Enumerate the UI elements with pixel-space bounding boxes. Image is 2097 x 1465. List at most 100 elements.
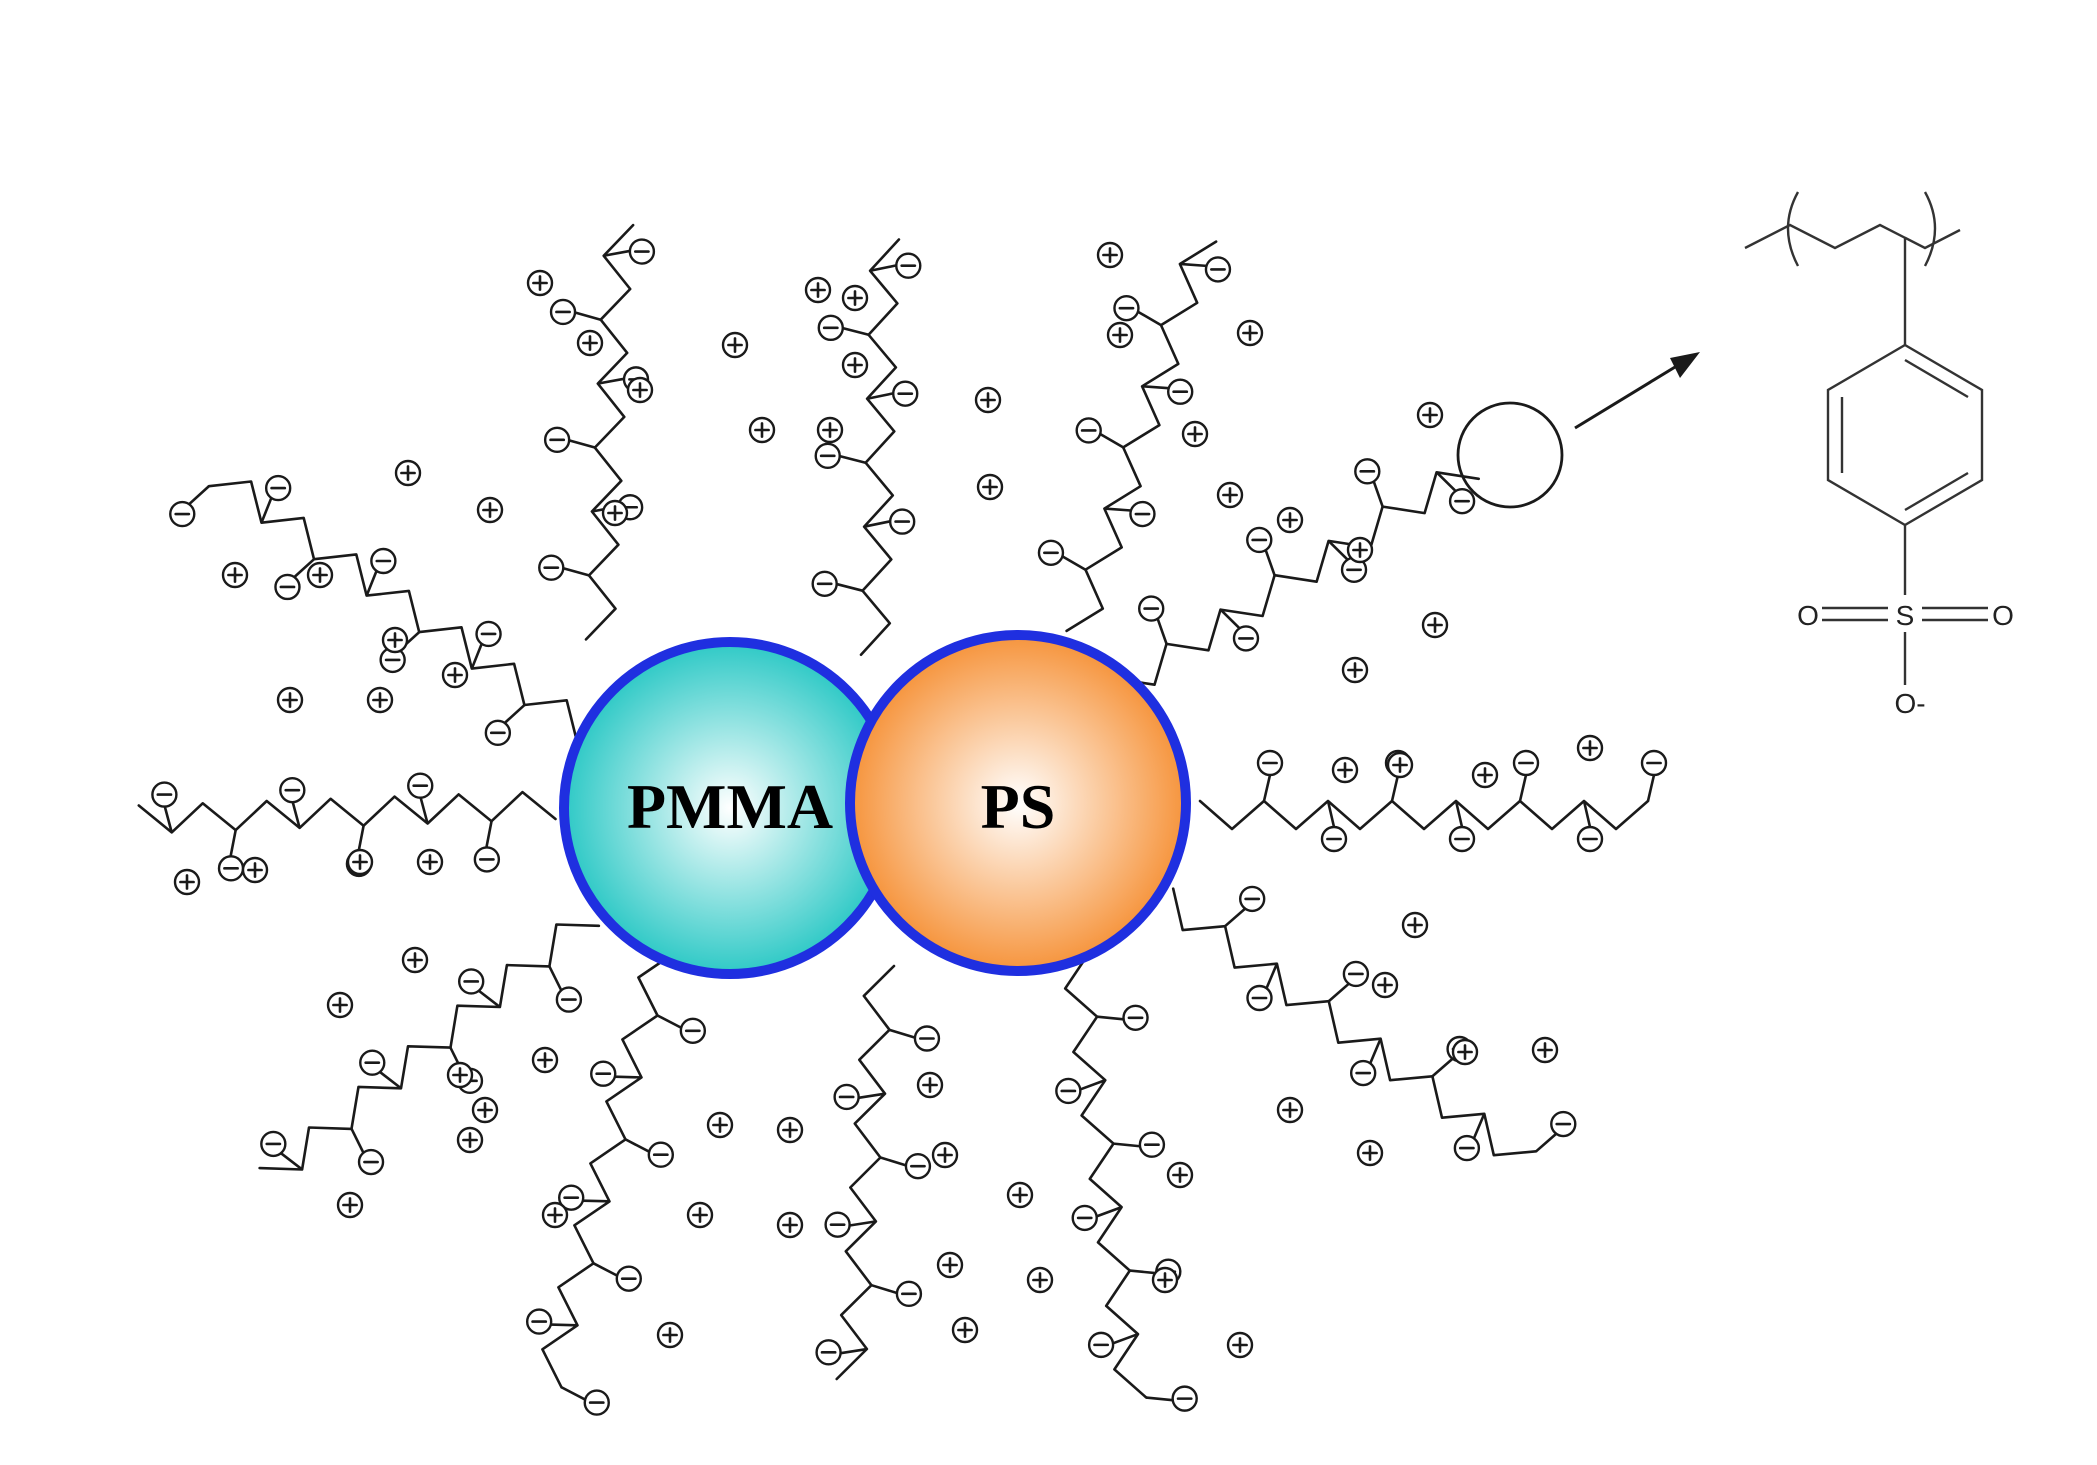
minus-circle-icon	[1055, 1077, 1082, 1105]
minus-circle-icon	[1138, 1131, 1166, 1158]
minus-circle-icon	[590, 1060, 617, 1087]
minus-circle-icon	[260, 1130, 287, 1158]
sulfonated-styrene-structure: S O O O-	[1744, 191, 2014, 719]
aromatic-bond	[1904, 471, 1969, 512]
polymer-chain	[258, 923, 601, 1176]
oxygen-left-label: O	[1797, 600, 1819, 631]
minus-circle-icon	[558, 1184, 585, 1211]
minus-circle-icon	[543, 426, 571, 454]
minus-circle-icon	[407, 772, 434, 799]
plus-circle-icon	[441, 661, 469, 689]
plus-circle-icon	[221, 561, 249, 589]
counterion-cloud	[173, 241, 1604, 1359]
minus-circle-icon	[1113, 294, 1140, 322]
plus-circle-icon	[1006, 1181, 1034, 1209]
plus-circle-icon	[816, 416, 844, 444]
polymer-chain	[1198, 749, 1668, 853]
minus-circle-icon	[895, 252, 922, 279]
minus-circle-icon	[1246, 526, 1273, 554]
plus-circle-icon	[476, 496, 504, 524]
plus-circle-icon	[976, 473, 1004, 501]
plus-circle-icon	[1531, 1036, 1559, 1064]
polymer-chain	[811, 238, 922, 656]
minus-circle-icon	[1256, 749, 1284, 777]
plus-circle-icon	[531, 1046, 559, 1074]
polymer-chain	[1111, 458, 1480, 686]
polymer-chain	[1037, 240, 1232, 633]
plus-circle-icon	[1151, 1266, 1179, 1294]
plus-circle-icon	[601, 499, 629, 527]
plus-circle-icon	[804, 276, 832, 304]
minus-circle-icon	[814, 442, 841, 470]
minus-circle-icon	[1448, 487, 1476, 515]
plus-circle-icon	[721, 331, 749, 359]
plus-circle-icon	[841, 351, 869, 379]
plus-circle-icon	[1416, 401, 1444, 429]
bracket-right	[1923, 191, 1937, 267]
minus-circle-icon	[1171, 1385, 1198, 1412]
minus-circle-icon	[549, 298, 577, 326]
minus-circle-icon	[1448, 825, 1476, 853]
minus-circle-icon	[151, 781, 178, 808]
plus-circle-icon	[1371, 971, 1399, 999]
minus-circle-icon	[1354, 458, 1381, 485]
plus-circle-icon	[1451, 1038, 1479, 1066]
plus-circle-icon	[1386, 751, 1414, 779]
plus-circle-icon	[931, 1141, 959, 1169]
zoom-callout	[1456, 352, 1700, 509]
plus-circle-icon	[1276, 506, 1304, 534]
plus-circle-icon	[1216, 481, 1244, 509]
arrow-right-icon	[1574, 362, 1681, 430]
ps-label: PS	[981, 771, 1056, 842]
pmma-label: PMMA	[627, 771, 833, 842]
minus-circle-icon	[895, 1280, 923, 1308]
plus-circle-icon	[1181, 420, 1209, 448]
minus-circle-icon	[679, 1017, 707, 1044]
minus-circle-icon	[1037, 539, 1065, 566]
minus-circle-icon	[457, 968, 485, 995]
plus-circle-icon	[748, 416, 776, 444]
plus-circle-icon	[471, 1096, 499, 1124]
plus-circle-icon	[456, 1126, 484, 1154]
janus-particle: PMMA PS	[559, 630, 1191, 979]
plus-circle-icon	[401, 946, 429, 974]
minus-circle-icon	[264, 474, 292, 502]
minus-circle-icon	[1071, 1204, 1098, 1232]
bracket-left	[1786, 191, 1800, 267]
minus-circle-icon	[473, 846, 501, 873]
arrow-head	[1670, 352, 1700, 378]
plus-circle-icon	[1226, 1331, 1254, 1359]
minus-circle-icon	[217, 855, 245, 882]
plus-circle-icon	[336, 1191, 364, 1219]
plus-circle-icon	[306, 561, 334, 589]
minus-circle-icon	[913, 1025, 941, 1052]
plus-circle-icon	[776, 1116, 804, 1144]
plus-circle-icon	[576, 329, 604, 357]
minus-circle-icon	[824, 1211, 851, 1238]
aromatic-bond	[1904, 358, 1969, 399]
minus-circle-icon	[615, 1265, 642, 1292]
plus-circle-icon	[1236, 319, 1264, 347]
backbone-bond	[1744, 223, 1961, 250]
plus-circle-icon	[394, 459, 422, 487]
minus-circle-icon	[1075, 417, 1102, 444]
minus-circle-icon	[1238, 885, 1266, 913]
minus-circle-icon	[1138, 595, 1165, 622]
minus-circle-icon	[475, 620, 502, 648]
minus-circle-icon	[892, 380, 919, 407]
polymer-chain	[815, 964, 941, 1381]
minus-circle-icon	[888, 508, 916, 535]
plus-circle-icon	[1106, 321, 1134, 349]
minus-circle-icon	[1512, 749, 1540, 777]
plus-circle-icon	[974, 386, 1002, 414]
minus-circle-icon	[1550, 1110, 1577, 1138]
minus-circle-icon	[1349, 1059, 1377, 1087]
minus-circle-icon	[1232, 625, 1260, 652]
minus-circle-icon	[274, 573, 301, 601]
polymer-chain	[525, 952, 707, 1416]
polyelectrolyte-brush	[137, 223, 1668, 1416]
plus-circle-icon	[381, 626, 409, 654]
minus-circle-icon	[169, 500, 196, 528]
minus-circle-icon	[1167, 378, 1194, 405]
plus-circle-icon	[526, 269, 554, 297]
